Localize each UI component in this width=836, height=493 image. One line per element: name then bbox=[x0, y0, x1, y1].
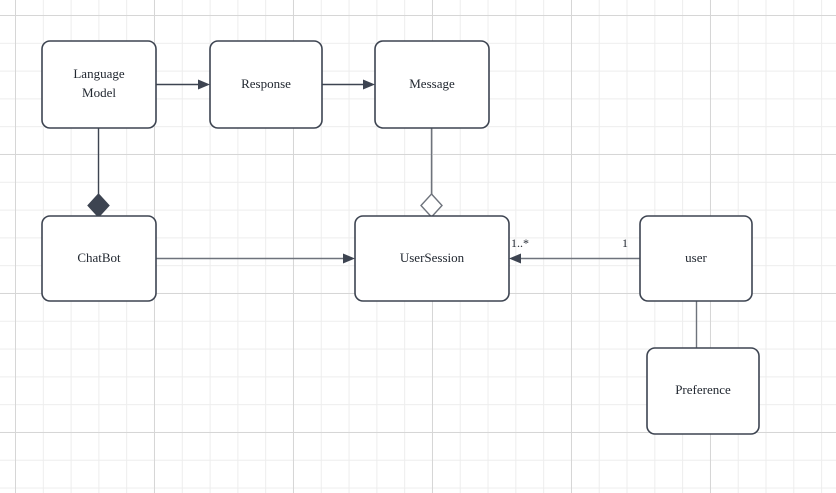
node-chatbot[interactable]: ChatBot bbox=[41, 215, 157, 302]
edge-user-to-usersession[interactable]: 1..* 1 bbox=[509, 236, 640, 264]
edge-chatbot-to-usersession[interactable] bbox=[156, 253, 355, 264]
node-user[interactable]: user bbox=[639, 215, 753, 302]
edge-language-model-to-chatbot[interactable] bbox=[87, 128, 110, 218]
node-response[interactable]: Response bbox=[209, 40, 323, 129]
arrow-head-icon bbox=[509, 253, 521, 264]
arrow-head-icon bbox=[198, 79, 210, 90]
node-box[interactable] bbox=[646, 347, 760, 435]
node-label-message: Message bbox=[409, 76, 455, 91]
node-label-preference: Preference bbox=[675, 382, 731, 397]
node-box[interactable] bbox=[639, 215, 753, 302]
hollow-diamond-icon bbox=[420, 192, 443, 219]
arrow-head-icon bbox=[343, 253, 355, 264]
node-label-user: user bbox=[685, 250, 707, 265]
filled-diamond-icon bbox=[87, 193, 110, 218]
node-label-language-model-line1: Language bbox=[73, 66, 124, 81]
node-preference[interactable]: Preference bbox=[646, 347, 760, 435]
node-box[interactable] bbox=[41, 215, 157, 302]
node-usersession[interactable]: UserSession bbox=[354, 215, 510, 302]
node-label-language-model-line2: Model bbox=[82, 85, 116, 100]
node-language-model[interactable]: Language Model bbox=[41, 40, 157, 129]
node-box[interactable] bbox=[354, 215, 510, 302]
multiplicity-label-source: 1 bbox=[622, 236, 628, 250]
edge-message-to-usersession[interactable] bbox=[420, 128, 443, 219]
arrow-head-icon bbox=[363, 79, 375, 90]
node-label-chatbot: ChatBot bbox=[77, 250, 121, 265]
edge-response-to-message[interactable] bbox=[322, 79, 375, 90]
node-message[interactable]: Message bbox=[374, 40, 490, 129]
node-label-usersession: UserSession bbox=[400, 250, 465, 265]
node-label-response: Response bbox=[241, 76, 291, 91]
node-box[interactable] bbox=[209, 40, 323, 129]
multiplicity-label-target: 1..* bbox=[511, 236, 529, 250]
node-box[interactable] bbox=[374, 40, 490, 129]
node-box[interactable] bbox=[41, 40, 157, 129]
edge-language-model-to-response[interactable] bbox=[156, 79, 210, 90]
